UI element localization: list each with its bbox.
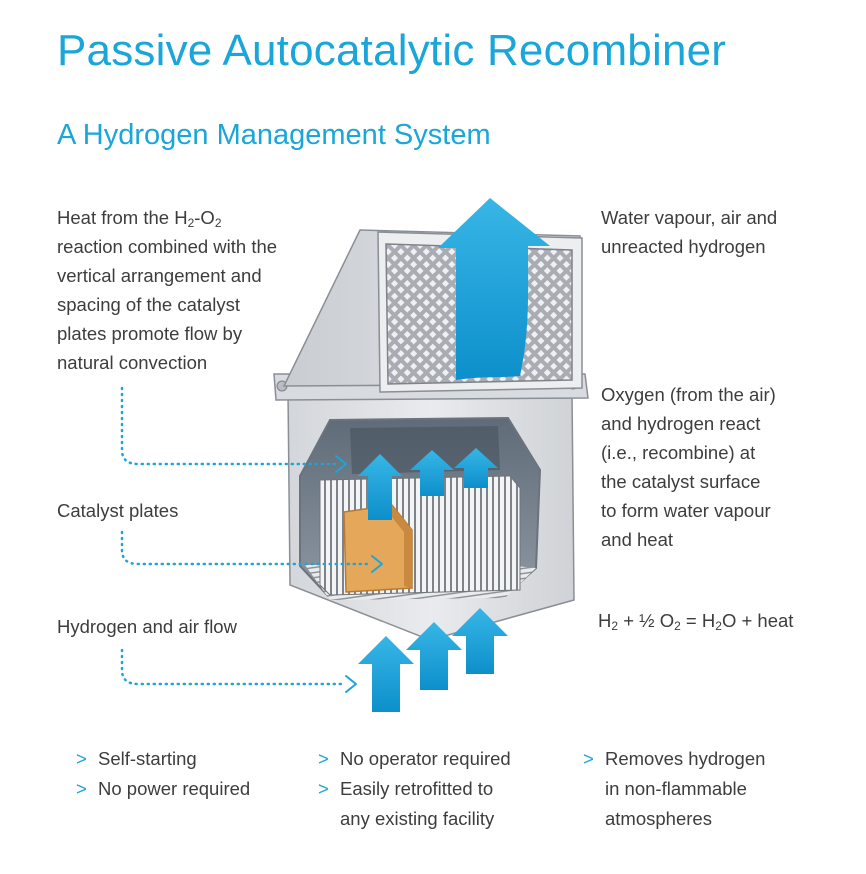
bullet-removes-hydrogen-cont1: in non-flammable	[605, 778, 747, 799]
leader-arrowheads	[335, 455, 383, 693]
bullet-column-1: >Self-starting >No power required	[76, 744, 250, 804]
internal-flow-arrows	[358, 448, 498, 520]
heat-note-line1: Heat from the H2-O2	[57, 207, 222, 230]
heat-note: Heat from the H2-O2 reaction combined wi…	[57, 203, 277, 377]
bullet-self-starting: >Self-starting	[76, 748, 197, 769]
bullet-no-power: >No power required	[76, 778, 251, 799]
page-title: Passive Autocatalytic Recombiner	[57, 26, 727, 75]
page-subtitle: A Hydrogen Management System	[57, 119, 491, 151]
heat-note-line5: plates promote flow by	[57, 323, 243, 344]
heat-note-line4: spacing of the catalyst	[57, 294, 241, 315]
reaction-note: Oxygen (from the air) and hydrogen react…	[601, 384, 776, 550]
bullet-retrofit-cont: any existing facility	[340, 808, 495, 829]
outlet-arrow	[438, 198, 550, 380]
housing-body	[287, 391, 575, 641]
reaction-equation: H2 + ½ O2 = H2O + heat	[598, 610, 794, 633]
leader-lines	[120, 386, 372, 686]
bullet-column-3: >Removes hydrogen in non-flammable atmos…	[583, 744, 765, 834]
bullet-no-operator: >No operator required	[318, 748, 511, 769]
bullet-column-2: >No operator required >Easily retrofitte…	[318, 744, 511, 834]
heat-note-line6: natural convection	[57, 352, 208, 373]
heat-note-line3: vertical arrangement and	[57, 265, 262, 286]
bullet-removes-hydrogen-cont2: atmospheres	[605, 808, 712, 829]
catalyst-note: Catalyst plates	[57, 500, 179, 521]
flow-note: Hydrogen and air flow	[57, 616, 237, 637]
inlet-arrows	[358, 608, 508, 712]
bullet-retrofit: >Easily retrofitted to	[318, 778, 494, 799]
outlet-note: Water vapour, air and unreacted hydrogen	[601, 207, 778, 257]
heat-note-line2: reaction combined with the	[57, 236, 278, 257]
bullet-removes-hydrogen: >Removes hydrogen	[583, 748, 766, 769]
housing-hood	[282, 229, 583, 393]
